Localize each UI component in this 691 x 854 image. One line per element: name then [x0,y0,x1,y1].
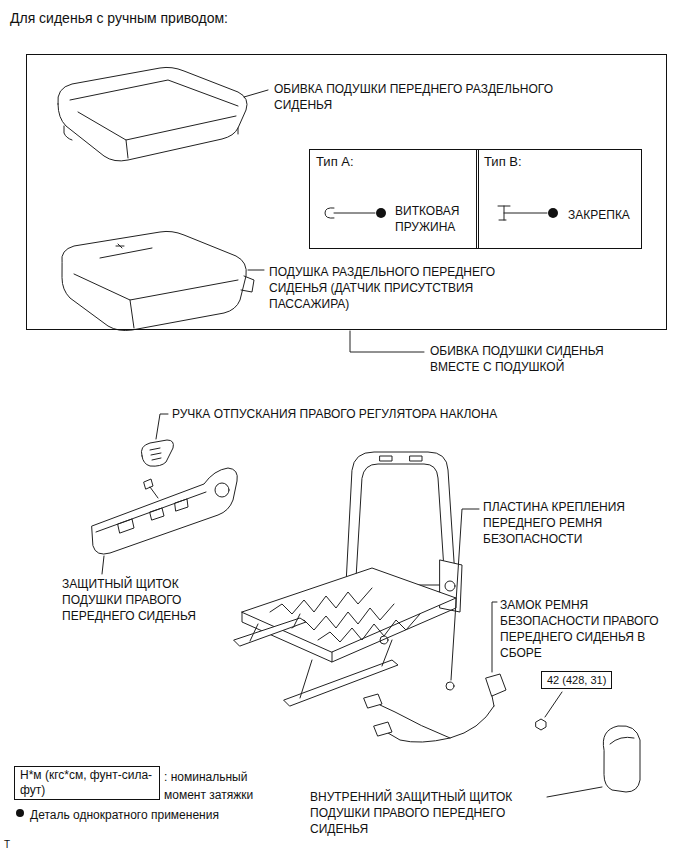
seat-back-inner [356,456,445,585]
single-use-dot [548,208,558,218]
box-text: ЗАКРЕПКА [568,207,630,223]
side-shield [92,468,237,554]
screw [144,479,158,498]
box-text: ВИТКОВАЯ ПРУЖИНА [395,203,475,235]
inner-shield-detail [610,737,634,744]
leader-line [451,509,479,680]
leader-line [492,602,497,672]
leader-line [248,270,264,271]
legend-sample-box: Н*м (кгс*см, фунт-сила-фут) [14,766,160,800]
legend-text: : номинальный момент затяжки [164,770,253,802]
lever-hub [380,636,388,644]
figure-code: T [4,838,10,851]
nut [536,719,546,730]
box-text: Тип A: [316,154,354,170]
recliner-pivot [445,581,455,591]
leader-line [244,90,268,97]
box-text: Н*м (кгс*см, фунт-сила-фут) [20,768,154,798]
shield-details [96,492,206,533]
washer [446,682,454,690]
type-cell: Тип B: ЗАКРЕПКА [476,149,642,249]
type-cell: Тип A: ВИТКОВАЯ ПРУЖИНА [309,149,479,249]
part-name: ЗАЩИТНЫЙ ЩИТОК ПОДУШКИ ПРАВОГО ПЕРЕДНЕГО… [62,576,227,624]
shield-boss [215,483,229,497]
box-text: 42 (428, 31) [547,673,606,687]
page-title: Для сиденья с ручным приводом: [10,10,228,26]
coil-spring-symbol [325,208,375,218]
legend-entry: Деталь однократного применения [30,805,219,823]
buckle [486,674,506,706]
leader-line [350,331,424,352]
connector [364,694,392,736]
legend-entry: : номинальный момент затяжки [164,767,274,803]
cushion-cover [58,67,247,160]
knob-grip [150,448,161,460]
leader-line [545,692,562,717]
leader-line [547,787,602,797]
buckle-wire [380,705,494,742]
seat-rail [234,618,398,706]
leader-line [102,556,104,574]
single-use-dot [376,208,386,218]
part-name: РУЧКА ОТПУСКАНИЯ ПРАВОГО РЕГУЛЯТОРА НАКЛ… [172,406,502,422]
legend-text: Деталь однократного применения [30,808,219,822]
part-name: ЗАМОК РЕМНЯ БЕЗОПАСНОСТИ ПРАВОГО ПЕРЕДНЕ… [500,597,660,661]
legend-dot [16,809,24,817]
clip-symbol [498,206,547,220]
torque-box: 42 (428, 31) [541,671,612,689]
part-name: ВНУТРЕННИЙ ЗАЩИТНЫЙ ЩИТОК ПОДУШКИ ПРАВОГ… [310,789,550,837]
part-name: ОБИВКА ПОДУШКИ ПЕРЕДНЕГО РАЗДЕЛЬНОГО СИД… [274,81,604,113]
part-name: ОБИВКА ПОДУШКИ СИДЕНЬЯ ВМЕСТЕ С ПОДУШКОЙ [430,343,640,375]
inner-shield [603,726,640,792]
seat-springs [270,588,420,642]
part-name: ПЛАСТИНА КРЕПЛЕНИЯ ПЕРЕДНЕГО РЕМНЯ БЕЗОП… [483,499,658,547]
box-text: Тип B: [484,154,522,170]
pad-seams [74,244,254,328]
cover-seams [64,80,238,158]
cushion-frame [242,568,456,652]
assembly-box: ОБИВКА ПОДУШКИ ПЕРЕДНЕГО РАЗДЕЛЬНОГО СИД… [26,54,667,330]
part-name: ПОДУШКА РАЗДЕЛЬНОГО ПЕРЕДНЕГО СИДЕНЬЯ (Д… [269,264,541,312]
recliner-knob [141,440,173,466]
leader-line [156,414,168,439]
rail-legs [250,614,392,698]
